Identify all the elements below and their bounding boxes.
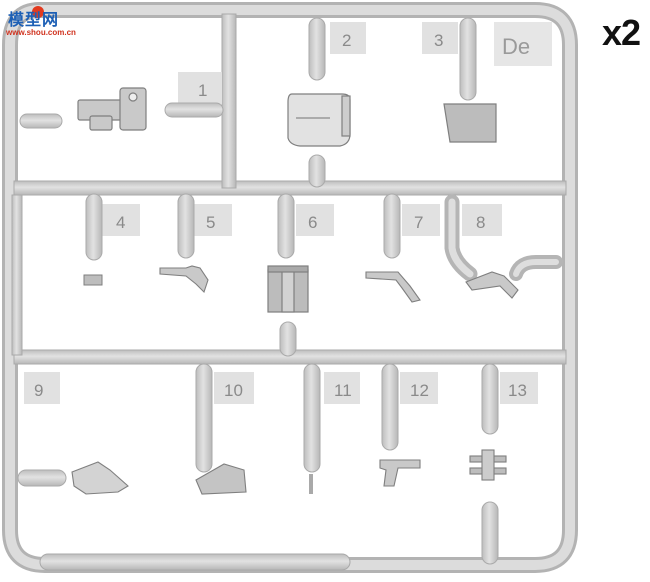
part-number-9: 9 (34, 381, 43, 400)
gate-4 (85, 193, 103, 261)
gate-13-bottom (481, 501, 499, 565)
watermark-logo-dot (32, 6, 44, 18)
part-2-ammo-pouch (287, 93, 351, 147)
part-tag-11 (324, 372, 360, 404)
gate-6 (277, 193, 295, 259)
part-tag-1 (178, 72, 222, 104)
part-tag-9 (24, 372, 60, 404)
part-number-5: 5 (206, 213, 215, 232)
part-3-plate (443, 103, 497, 143)
part-7-pistol (365, 271, 421, 303)
part-number-1: 1 (198, 81, 207, 100)
part-tag-10 (214, 372, 254, 404)
part-number-4: 4 (116, 213, 125, 232)
part-number-3: 3 (434, 31, 443, 50)
quantity-multiplier: x2 (601, 12, 641, 53)
gate-1 (164, 102, 224, 118)
watermark-url: www.shou.com.cn (6, 28, 76, 37)
gate-11 (303, 363, 321, 473)
part-number-6: 6 (308, 213, 317, 232)
sprue-bottom-bar (39, 553, 351, 571)
gate-12 (381, 363, 399, 451)
part-number-13: 13 (508, 381, 527, 400)
runner-v2 (11, 194, 23, 356)
gate-2 (308, 17, 326, 81)
gate-5 (177, 193, 195, 259)
sprue-code: De (502, 34, 530, 59)
sprue-code-tag (494, 22, 552, 66)
site-watermark: 模型网 www.shou.com.cn (2, 2, 76, 40)
part-tag-7 (402, 204, 440, 236)
part-11 (309, 474, 313, 494)
runner-v1 (221, 13, 237, 189)
part-tag-6 (296, 204, 334, 236)
gate-6-bottom (279, 321, 297, 357)
part-tag-4 (102, 204, 140, 236)
gate-13 (481, 363, 499, 435)
runner-h1 (13, 180, 567, 196)
part-number-11: 11 (334, 381, 352, 400)
part-12-pistol (379, 459, 421, 487)
part-9-holster (71, 461, 129, 495)
gate-1-left (19, 113, 63, 129)
gate-9 (17, 469, 67, 487)
part-number-8: 8 (476, 213, 485, 232)
watermark-title: 模型网 (8, 10, 60, 29)
gate-7 (383, 193, 401, 259)
part-4 (83, 274, 103, 286)
part-number-10: 10 (224, 381, 243, 400)
gate-3 (459, 17, 477, 101)
gate-2-bottom (308, 154, 326, 188)
part-tag-8 (462, 204, 502, 236)
part-tag-13 (500, 372, 538, 404)
gate-10 (195, 363, 213, 473)
part-number-7: 7 (414, 213, 423, 232)
part-13-belt (469, 449, 507, 481)
part-tag-5 (194, 204, 232, 236)
part-number-2: 2 (342, 31, 351, 50)
part-tag-3 (422, 22, 458, 54)
part-6-pouch (267, 265, 309, 313)
part-10-holster (195, 463, 247, 495)
part-number-12: 12 (410, 381, 429, 400)
part-8-flare-gun (465, 271, 519, 299)
part-tag-2 (330, 22, 366, 54)
part-1-mount (77, 87, 147, 131)
part-tag-12 (400, 372, 438, 404)
part-5-revolver (159, 265, 209, 294)
